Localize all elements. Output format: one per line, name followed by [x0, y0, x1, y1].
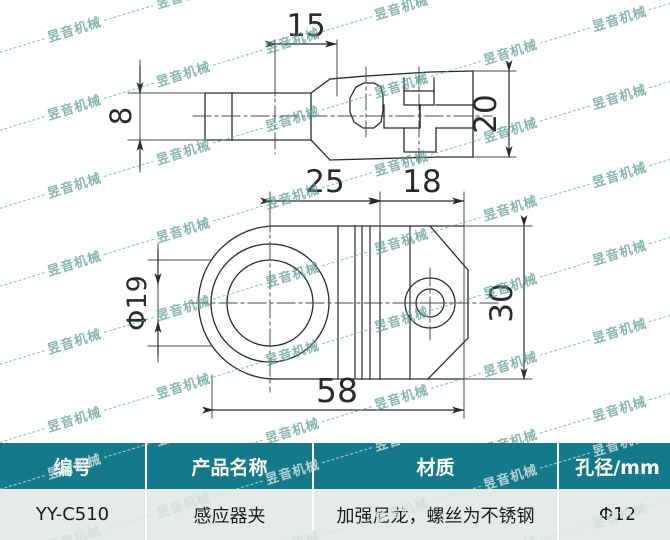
- table-header-hole-diameter: 孔径/mm: [558, 443, 670, 489]
- main-view-body-outline: [197, 225, 469, 380]
- dim-58: [202, 374, 465, 419]
- table-header-row: 编号 产品名称 材质 孔径/mm: [0, 443, 670, 489]
- spec-table: 编号 产品名称 材质 孔径/mm YY-C510 感应器夹 加强尼龙，螺丝为不锈…: [0, 443, 670, 540]
- dim-label-18: 18: [402, 164, 441, 200]
- dim-20: [472, 60, 517, 158]
- table-header-code: 编号: [0, 443, 147, 489]
- side-view-hex-nut: [349, 82, 384, 129]
- main-view-centerlines: [189, 212, 501, 393]
- technical-drawing: 15 8 20 25 18 Φ19 30 58 昱音机械昱音机械昱音机械昱音机械…: [0, 0, 670, 443]
- side-view-body: [204, 70, 474, 161]
- dim-label-58: 58: [316, 371, 358, 410]
- cell-code: YY-C510: [0, 489, 147, 540]
- side-view-screw-detail: [383, 77, 474, 153]
- dim-label-20: 20: [468, 94, 504, 133]
- table-row: YY-C510 感应器夹 加强尼龙，螺丝为不锈钢 Φ12: [0, 489, 670, 540]
- dim-phi19: [147, 243, 213, 363]
- cell-hole-diameter: Φ12: [558, 489, 670, 540]
- drawing-canvas: 15 8 20 25 18 Φ19 30 58: [104, 8, 533, 419]
- dim-8: [127, 59, 206, 173]
- dim-18: [370, 191, 465, 233]
- dim-label-15: 15: [286, 8, 325, 44]
- dim-label-25: 25: [305, 164, 344, 200]
- dim-label-30: 30: [484, 283, 520, 322]
- dim-label-8: 8: [104, 107, 138, 125]
- table-header-product-name: 产品名称: [146, 443, 314, 489]
- dim-label-bore-diameter: Φ19: [122, 275, 153, 331]
- dim-15: [265, 39, 338, 97]
- dim-30: [463, 215, 533, 380]
- cell-material: 加强尼龙，螺丝为不锈钢: [313, 489, 559, 540]
- cell-product-name: 感应器夹: [146, 489, 314, 540]
- table-header-material: 材质: [313, 443, 559, 489]
